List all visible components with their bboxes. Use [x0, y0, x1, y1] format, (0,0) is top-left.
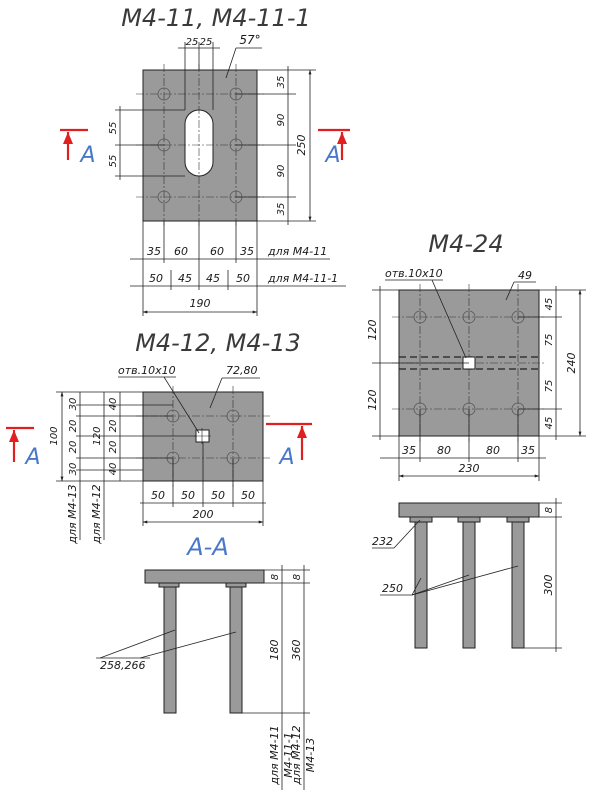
dims-bottom-m4-12: 50 50 50 50 200 — [140, 442, 266, 526]
view-m4-24-side: 8 300 232 250 — [372, 498, 562, 652]
svg-text:35: 35 — [521, 444, 535, 457]
svg-text:35: 35 — [276, 76, 287, 89]
svg-text:50: 50 — [151, 489, 165, 502]
svg-text:8: 8 — [544, 507, 555, 513]
svg-text:20: 20 — [68, 441, 79, 454]
svg-text:20: 20 — [68, 420, 79, 433]
section-marker-right-2: А — [266, 422, 312, 470]
side-pin-2 — [462, 521, 476, 649]
svg-text:45: 45 — [206, 272, 220, 285]
svg-text:30: 30 — [68, 398, 79, 411]
mark-57: 57° — [239, 33, 260, 47]
svg-text:55: 55 — [108, 155, 119, 168]
svg-text:100: 100 — [49, 426, 60, 445]
dims-right-m4-11: 35 90 90 35 250 — [236, 66, 316, 225]
section-marker-left: А — [60, 128, 96, 168]
svg-text:для М4-11: для М4-11 — [268, 725, 281, 785]
note-m4-11-1: для М4-11-1 — [267, 272, 338, 285]
mark-72-80: 72,80 — [226, 364, 258, 377]
svg-text:180: 180 — [268, 640, 281, 661]
svg-text:35: 35 — [147, 245, 161, 258]
svg-text:А: А — [323, 143, 340, 168]
view-section-a-a: А-А 258,266 8 8 180 360 для М4-11 М4-11-… — [96, 533, 317, 790]
mark-49: 49 — [518, 269, 532, 282]
svg-text:190: 190 — [190, 297, 211, 310]
svg-text:40: 40 — [108, 398, 119, 411]
svg-text:200: 200 — [193, 508, 214, 521]
note-m4-12-v: для М4-12 — [90, 484, 103, 544]
svg-text:360: 360 — [290, 640, 303, 661]
svg-text:45: 45 — [544, 298, 555, 311]
svg-text:120: 120 — [92, 426, 103, 445]
title-m4-11: М4-11, М4-11-1 — [121, 4, 311, 32]
section-marker-left-2: А — [6, 426, 41, 470]
side-plate — [398, 502, 540, 518]
note-m4-11: для М4-11 — [267, 245, 327, 258]
svg-text:8: 8 — [292, 574, 303, 580]
dims-bottom-m4-11: 35 60 60 35 для М4-11 50 45 45 50 для М4… — [130, 221, 346, 316]
title-m4-24: М4-24 — [428, 230, 503, 258]
svg-text:240: 240 — [565, 353, 578, 374]
svg-text:250: 250 — [295, 135, 308, 156]
svg-text:50: 50 — [149, 272, 163, 285]
svg-text:35: 35 — [402, 444, 416, 457]
mark-250: 250 — [382, 582, 403, 595]
svg-text:80: 80 — [437, 444, 451, 457]
svg-text:45: 45 — [544, 417, 555, 430]
hole-note-m4-24: отв.10х10 — [385, 267, 443, 280]
svg-text:8: 8 — [270, 574, 281, 580]
view-m4-11: М4-11, М4-11-1 25 25 57° — [60, 4, 350, 316]
mark-232: 232 — [372, 535, 393, 548]
svg-text:М4-11-1: М4-11-1 — [282, 732, 295, 777]
svg-text:90: 90 — [276, 114, 287, 127]
dims-left-m4-12: 100 30 20 20 30 120 40 20 20 40 для М4-1… — [49, 391, 196, 545]
svg-text:55: 55 — [108, 122, 119, 135]
svg-text:20: 20 — [108, 441, 119, 454]
svg-text:А: А — [23, 445, 40, 470]
svg-text:75: 75 — [544, 380, 555, 393]
svg-text:50: 50 — [211, 489, 225, 502]
view-m4-12: М4-12, М4-13 отв.10х10 72,80 — [6, 329, 312, 545]
svg-text:А: А — [277, 445, 294, 470]
svg-text:60: 60 — [174, 245, 188, 258]
dims-left-m4-11: 55 55 — [108, 106, 185, 180]
svg-text:40: 40 — [108, 463, 119, 476]
section-marker-right: А — [318, 128, 350, 168]
side-pin-1 — [414, 521, 428, 649]
dim-25-right: 25 — [200, 37, 213, 48]
svg-text:120: 120 — [366, 320, 379, 341]
svg-text:80: 80 — [486, 444, 500, 457]
section-plate — [144, 569, 265, 584]
svg-text:50: 50 — [181, 489, 195, 502]
svg-text:50: 50 — [241, 489, 255, 502]
hole-note-m4-12: отв.10х10 — [118, 364, 176, 377]
view-m4-24: М4-24 отв.10х10 49 120 120 — [366, 230, 586, 481]
svg-text:35: 35 — [276, 203, 287, 216]
dim-25-left: 25 — [186, 37, 199, 48]
svg-text:90: 90 — [276, 165, 287, 178]
note-m4-13-v: для М4-13 — [66, 484, 79, 544]
svg-text:А: А — [78, 143, 95, 168]
svg-text:30: 30 — [68, 463, 79, 476]
svg-text:для М4-12: для М4-12 — [290, 725, 303, 785]
svg-text:45: 45 — [178, 272, 192, 285]
title-m4-12: М4-12, М4-13 — [135, 329, 301, 357]
section-pin-right — [229, 586, 243, 714]
svg-text:60: 60 — [210, 245, 224, 258]
side-pin-3 — [511, 521, 525, 649]
svg-text:М4-13: М4-13 — [304, 738, 317, 772]
title-section: А-А — [185, 533, 229, 561]
svg-text:120: 120 — [366, 390, 379, 411]
svg-text:20: 20 — [108, 420, 119, 433]
svg-text:300: 300 — [542, 575, 555, 596]
svg-text:75: 75 — [544, 334, 555, 347]
svg-text:50: 50 — [236, 272, 250, 285]
mark-258-266: 258,266 — [100, 659, 146, 672]
svg-text:230: 230 — [459, 462, 480, 475]
svg-text:35: 35 — [240, 245, 254, 258]
